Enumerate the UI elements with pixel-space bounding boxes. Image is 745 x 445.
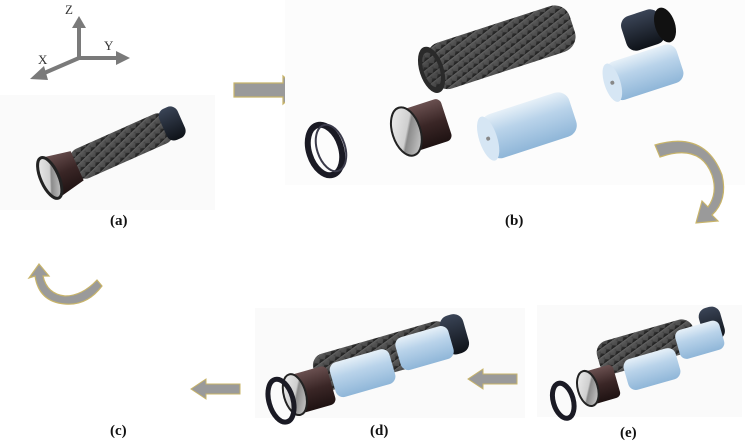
exploded-view (304, 5, 684, 179)
flashlight-tail-cap (158, 106, 186, 141)
knurled-body-tube (596, 319, 697, 374)
flashlight-body (70, 113, 173, 179)
axis-z-arrow (72, 16, 86, 58)
partially-exploded-view (549, 306, 725, 421)
partially-assembled-view (265, 314, 470, 425)
panel-label-e: (e) (620, 425, 637, 441)
flashlight-head-part (389, 99, 452, 157)
battery-1 (477, 92, 577, 161)
left-arrow-icon (190, 378, 241, 400)
flashlight-assembled (36, 106, 186, 200)
axis-z-label: Z (65, 2, 73, 17)
battery-2 (602, 44, 684, 102)
left-arrow-icon (467, 368, 518, 390)
panel-label-d: (d) (370, 423, 389, 439)
bezel-ring (549, 380, 577, 421)
flashlight-lens (36, 156, 64, 200)
panel-label-b: (b) (505, 213, 524, 229)
knurled-body-tube (417, 5, 576, 93)
axis-x-label: X (38, 52, 48, 67)
battery-2 (395, 326, 454, 371)
head-lens (389, 106, 423, 157)
axis-y-label: Y (104, 38, 114, 53)
axis-triad (30, 16, 130, 80)
tail-cap-part (621, 7, 677, 51)
axis-y-arrow (79, 51, 130, 65)
panel-label-a: (a) (110, 213, 128, 229)
curved-arrow-down-icon (654, 140, 725, 224)
head-lens (576, 369, 600, 408)
battery-2 (675, 320, 725, 359)
battery-1 (623, 348, 681, 390)
battery-1 (329, 349, 396, 398)
bezel-ring (265, 376, 297, 425)
panel-label-c: (c) (110, 423, 127, 439)
curved-arrow-up-icon (27, 263, 103, 305)
bezel-ring (304, 121, 348, 179)
axis-x-arrow (30, 56, 80, 80)
